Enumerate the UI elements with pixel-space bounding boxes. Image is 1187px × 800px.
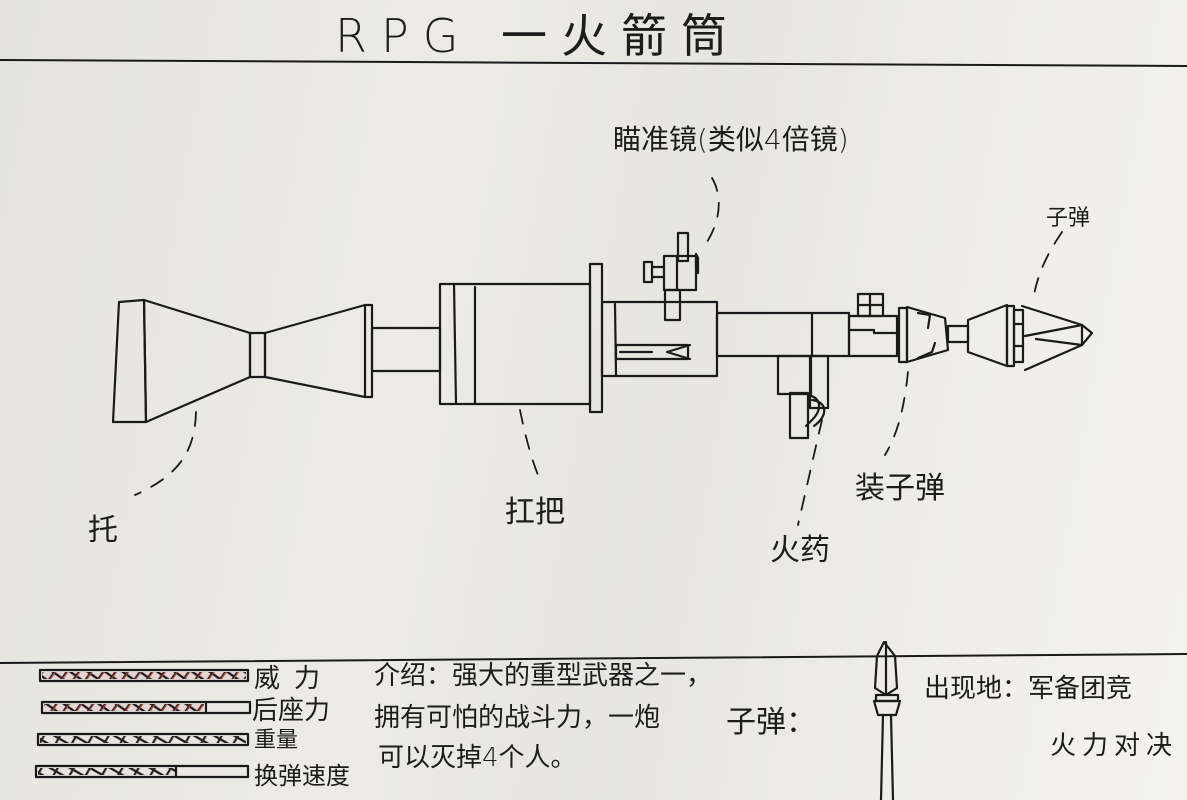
stat-bar-reload — [34, 764, 250, 779]
appearance-line-1: 出现地：军备团竞 — [924, 674, 1133, 704]
barrel-shape — [715, 311, 851, 358]
footer-divider — [0, 653, 1187, 664]
page-title: RPG 一火箭筒 — [335, 9, 741, 63]
intro-line-1: 介绍：强大的重型武器之一， — [374, 661, 713, 691]
label-stock: 托 — [88, 513, 118, 548]
title-underline — [0, 59, 1187, 67]
warhead-shape — [966, 303, 1094, 372]
stat-bar-weight — [36, 732, 250, 747]
stat-bar-power — [38, 668, 250, 683]
stat-bar-recoil — [40, 700, 252, 715]
label-bullet-top: 子弹 — [1046, 206, 1091, 231]
trigger-shape — [776, 354, 830, 440]
label-powder: 火药 — [770, 533, 830, 568]
stat-label-recoil: 后座力 — [252, 696, 331, 726]
label-grip: 扛把 — [505, 495, 565, 530]
bullet-label: 子弹： — [726, 705, 816, 740]
label-load: 装子弹 — [855, 471, 945, 506]
stat-bars — [34, 668, 252, 779]
stock-shape — [111, 298, 374, 424]
grip-shape — [438, 262, 604, 414]
leader-lines — [134, 177, 1063, 526]
label-scope: 瞄准镜(类似4倍镜) — [613, 123, 849, 156]
stat-label-weight: 重量 — [254, 728, 299, 753]
appearance-line-2: 火力对决 — [1050, 731, 1179, 761]
stat-label-power: 威力 — [254, 664, 335, 694]
intro-line-2: 拥有可怕的战斗力，一炮 — [374, 703, 661, 733]
loader-shape — [847, 292, 950, 364]
scope-shape — [642, 231, 700, 322]
chamber-shape — [600, 300, 719, 378]
bullet-icon — [872, 640, 902, 800]
stat-label-reload: 换弹速度 — [254, 762, 350, 790]
intro-line-3: 可以灭掉4个人。 — [378, 743, 577, 773]
